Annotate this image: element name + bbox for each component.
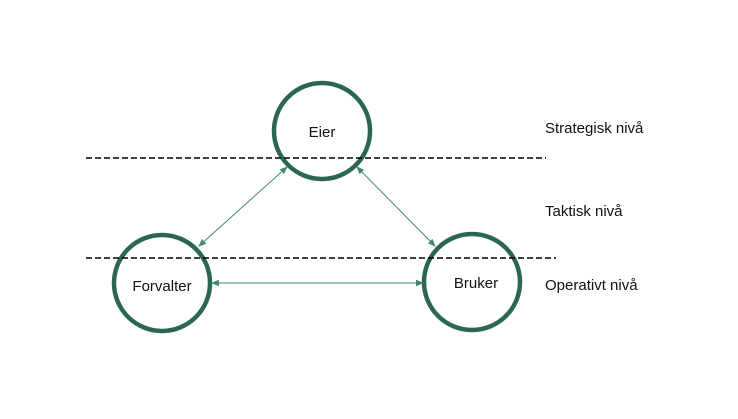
strategic-level-label: Strategisk nivå bbox=[545, 120, 644, 137]
forvalter-node-label: Forvalter bbox=[132, 278, 191, 295]
eier-forvalter-arrow bbox=[198, 166, 288, 247]
bruker-node-label: Bruker bbox=[454, 275, 498, 292]
eier-node-circle bbox=[271, 80, 373, 182]
forvalter-node-circle bbox=[111, 232, 213, 334]
eier-bruker-arrow bbox=[356, 166, 436, 247]
tactical-level-label: Taktisk nivå bbox=[545, 203, 623, 220]
eier-node-label: Eier bbox=[309, 124, 336, 141]
operational-level-label: Operativt nivå bbox=[545, 277, 638, 294]
